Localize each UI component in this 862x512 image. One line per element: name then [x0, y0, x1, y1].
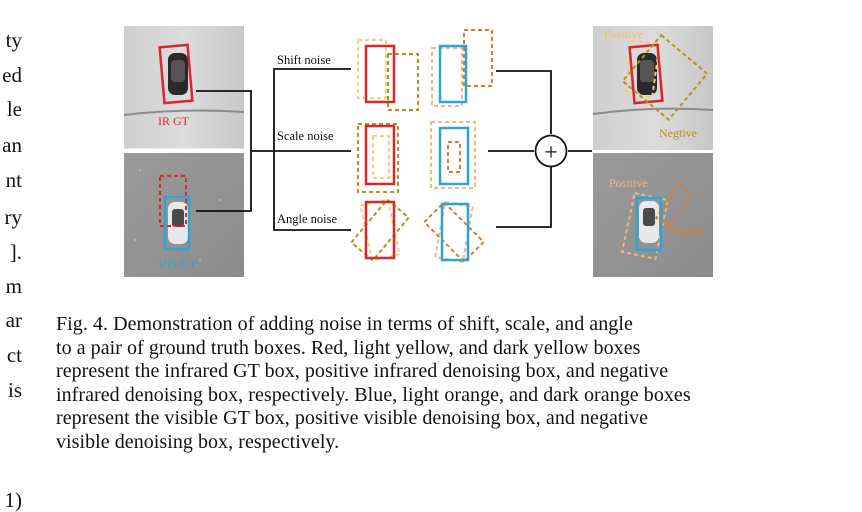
- left-column-text: ty ed le an nt ry ]. m ar ct is 1): [0, 0, 26, 512]
- ir-image-left: IR GT: [123, 26, 245, 152]
- caption-line: represent the visible GT box, positive v…: [56, 407, 649, 429]
- left-fragment: ct: [6, 343, 22, 367]
- left-fragment: 1): [4, 488, 23, 512]
- positive-label-top: Positive: [604, 27, 643, 41]
- scale-noise-label: Scale noise: [277, 129, 334, 143]
- angle-vis-boxes: [422, 200, 486, 264]
- left-fragment: ar: [5, 308, 22, 332]
- vis-image-right: Positive Negtive: [593, 153, 713, 277]
- negative-label-bottom: Negtive: [668, 223, 706, 237]
- left-fragment: m: [5, 274, 22, 298]
- connector-lines-left: [196, 68, 351, 231]
- vis-negative-box: [159, 175, 187, 227]
- ir-gt-box: [158, 43, 194, 105]
- caption-line: Fig. 4. Demonstration of adding noise in…: [56, 313, 633, 335]
- noise-figure: IR GT VIS GT Shift noise Scale noise Ang…: [123, 26, 714, 277]
- vis-gt-label: VIS GT: [158, 257, 197, 271]
- plus-operator: +: [534, 134, 568, 168]
- vis-image-left: VIS GT: [124, 153, 244, 277]
- positive-label-bottom: Positive: [609, 176, 648, 190]
- left-fragment: ry: [4, 205, 23, 229]
- ir-car: [168, 53, 188, 95]
- vis-car: [168, 202, 188, 244]
- left-fragment: ].: [9, 240, 22, 264]
- caption-line: visible denoising box, respectively.: [56, 430, 340, 453]
- scale-vis-boxes: [430, 121, 476, 189]
- vis-negative-box-right: [654, 183, 694, 229]
- angle-noise-label: Angle noise: [277, 212, 338, 226]
- vis-gt-box-right: [635, 196, 663, 252]
- caption-line: infrared denoising box, respectively. Bl…: [56, 383, 691, 406]
- caption-line: represent the infrared GT box, positive …: [56, 360, 669, 382]
- scale-ir-boxes: [357, 123, 399, 193]
- negative-label-top: Negtive: [659, 126, 697, 140]
- vis-gt-box: [163, 195, 191, 251]
- left-fragment: nt: [5, 168, 22, 192]
- shift-ir-boxes: [357, 39, 419, 111]
- ir-gt-label: IR GT: [158, 114, 190, 128]
- figure-caption: Fig. 4. Demonstration of adding noise in…: [56, 313, 808, 454]
- caption-line: to a pair of ground truth boxes. Red, li…: [56, 336, 641, 359]
- ir-positive-box: [623, 39, 661, 99]
- left-fragment: ed: [2, 63, 22, 87]
- shift-noise-label: Shift noise: [277, 53, 331, 67]
- shift-vis-boxes: [431, 29, 493, 107]
- left-fragment: an: [2, 133, 22, 157]
- plus-symbol: +: [544, 140, 558, 166]
- ir-image-right: Positive Negtive: [592, 26, 714, 150]
- left-fragment: le: [6, 97, 22, 121]
- left-fragment: is: [7, 378, 22, 402]
- left-fragment: ty: [5, 28, 22, 52]
- connector-lines-right: [488, 70, 592, 228]
- ir-gt-box-right: [628, 43, 664, 105]
- angle-ir-boxes: [349, 198, 411, 262]
